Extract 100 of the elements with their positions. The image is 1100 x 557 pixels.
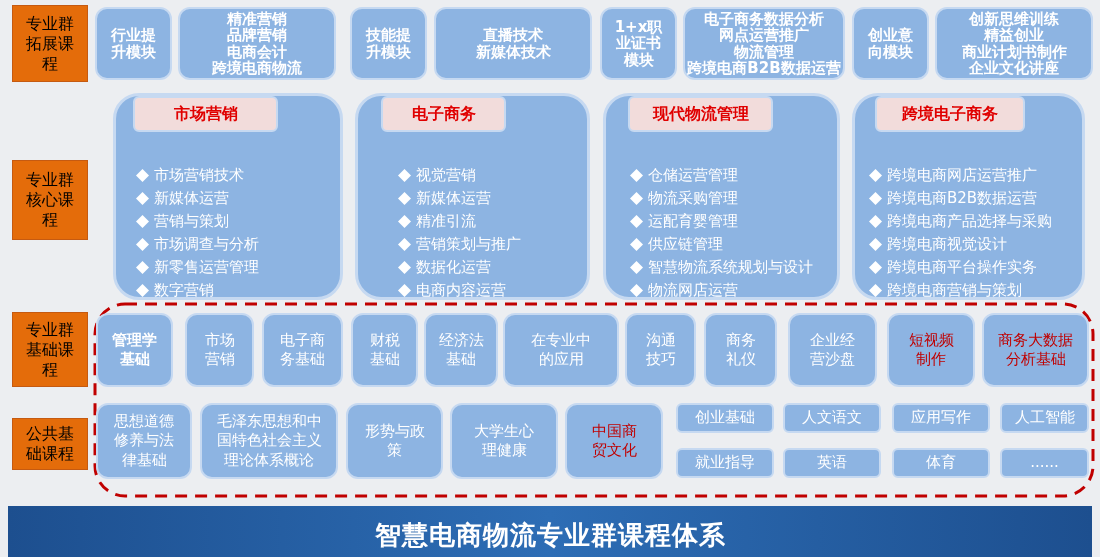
diagram-title: 智慧电商物流专业群课程体系 [374,519,726,552]
course-box [625,313,696,387]
course-heading: 电子商务 [381,96,506,132]
course-name: 就业指导 [695,453,755,473]
course-box [185,313,254,387]
category-label-box [12,312,88,387]
course-box [262,313,343,387]
course-box [783,403,881,433]
core-course-panel [113,93,343,300]
course-box [96,403,192,479]
course-box [1000,448,1089,478]
course-item: 物流网店运营 [648,280,738,302]
module-box [600,7,677,80]
course-box [351,313,418,387]
module-box [852,7,929,80]
module-text: 直播技术 [483,27,543,44]
course-item: 新媒体运营 [416,188,491,210]
course-name: 管理学基础 [112,330,157,370]
module-box [434,7,592,80]
course-box [892,403,990,433]
course-name: ...... [1030,453,1059,473]
course-name: 电子商务基础 [280,330,325,370]
course-box [892,448,990,478]
module-text: 品牌营销 [227,27,287,44]
course-item: 数据化运营 [416,257,491,279]
course-name: 人文语文 [802,408,862,428]
course-item: 营销策划与推广 [416,234,521,256]
module-text: 商业计划书制作 [961,43,1067,60]
category-label: 专业群核心课程 [25,170,75,230]
course-box [676,403,774,433]
category-label-box [12,5,88,82]
course-box [565,403,663,479]
course-item: 跨境电商营销与策划 [887,280,1022,302]
course-item: 精准引流 [416,211,476,233]
category-label: 公共基础课程 [25,424,75,464]
core-course-panel [603,93,840,300]
module-text: 新媒体技术 [475,43,551,60]
course-name: 应用写作 [911,408,971,428]
category-label-box [12,418,88,470]
course-box [346,403,443,479]
course-box [676,448,774,478]
course-item: 供应链管理 [648,234,723,256]
module-text: 精益创业 [984,27,1044,44]
course-name: 大学生心理健康 [473,421,535,461]
category-label-box [12,160,88,240]
course-name: 经济法基础 [437,330,485,370]
course-name: 短视频制作 [907,330,955,370]
course-item: 电商内容运营 [416,280,506,302]
course-name: 英语 [817,453,847,473]
course-item: 运配育婴管理 [648,211,738,233]
module-box [178,7,336,80]
course-heading: 跨境电子商务 [875,96,1025,132]
module-text: 物流管理 [734,43,794,60]
module-text: 跨境电商B2B数据运营 [687,60,841,77]
course-name: 市场营销 [203,330,236,370]
module-text: 精准营销 [227,10,287,27]
course-name: 企业经营沙盘 [810,330,855,370]
course-name: 体育 [926,453,956,473]
course-item: 物流采购管理 [648,188,738,210]
module-text: 企业文化讲座 [969,60,1059,77]
course-item: 跨境电商产品选择与采购 [887,211,1052,233]
module-text: 网点运营推广 [719,27,809,44]
course-box [96,313,173,387]
course-item: 仓储运营管理 [648,165,738,187]
course-item: 新零售运营管理 [154,257,259,279]
core-course-panel [355,93,590,300]
course-box [424,313,498,387]
course-box [783,448,881,478]
course-box [982,313,1089,387]
course-box [200,403,338,479]
course-name: 沟通技巧 [645,330,676,370]
module-box [683,7,845,80]
module-box [95,7,172,80]
module-text: 创业意向模块 [867,27,914,60]
course-heading: 现代物流管理 [628,96,773,132]
module-text: 1+x职业证书模块 [614,18,663,69]
course-name: 财税基础 [369,330,400,370]
course-item: 跨境电商网店运营推广 [887,165,1037,187]
module-text: 跨境电商物流 [212,60,302,77]
module-text: 行业提升模块 [110,27,157,60]
course-box [887,313,975,387]
course-item: 跨境电商B2B数据运营 [887,188,1038,210]
course-item: 市场调查与分析 [154,234,259,256]
category-label: 专业群基础课程 [25,319,75,380]
course-name: 在专业中的应用 [531,330,591,370]
course-heading: 市场营销 [133,96,278,132]
course-box [450,403,558,479]
module-box [935,7,1093,80]
course-name: 创业基础 [695,408,755,428]
module-text: 电商会计 [227,43,287,60]
course-item: 营销与策划 [154,211,229,233]
course-name: 毛泽东思想和中国特色社会主义理论体系概论 [215,411,323,471]
category-label: 专业群拓展课程 [25,13,75,74]
course-name: 商务礼仪 [724,330,757,370]
course-name: 中国商贸文化 [590,421,638,461]
course-item: 视觉营销 [416,165,476,187]
course-item: 市场营销技术 [154,165,244,187]
course-item: 数字营销 [154,280,214,302]
course-box [788,313,877,387]
course-item: 跨境电商平台操作实务 [887,257,1037,279]
